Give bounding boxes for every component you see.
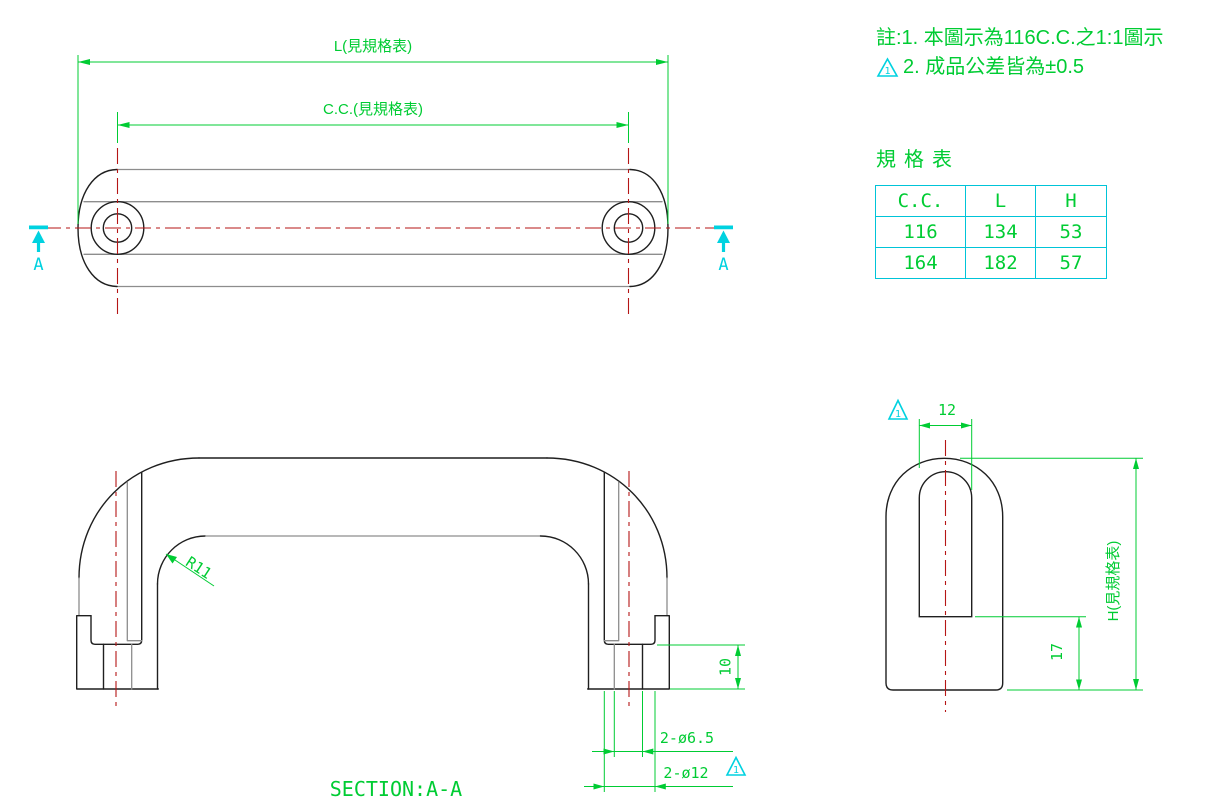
arrowhead bbox=[78, 59, 90, 65]
spec-table: C.C. L H 116 134 53 164 182 57 bbox=[875, 185, 1107, 279]
spec-table-header-l: L bbox=[965, 185, 1036, 217]
arrowhead bbox=[656, 59, 668, 65]
spec-cell: 57 bbox=[1035, 247, 1107, 279]
height-dimension: H(見規格表) bbox=[960, 457, 1143, 691]
section-caption: SECTION:A-A bbox=[330, 777, 462, 801]
spec-table-header-cc: C.C. bbox=[875, 185, 966, 217]
front-view-right-inner-radius bbox=[539, 535, 590, 585]
drawing-notes: 註:1. 本圖示為116C.C.之1:1圖示 1 2. 成品公差皆為±0.5 bbox=[876, 24, 1163, 82]
counterbore-diameter-dimension: 2-ø12 1 bbox=[584, 691, 747, 792]
slot-width-dimension: 12 bbox=[918, 401, 973, 490]
slot-depth-dimension: 17 bbox=[975, 616, 1086, 690]
side-view: 12 1 H(見規格表) 17 bbox=[885, 398, 1143, 712]
spec-table-header-h: H bbox=[1035, 185, 1107, 217]
side-view-height-label: H(見規格表) bbox=[1105, 541, 1122, 622]
svg-text:1: 1 bbox=[884, 66, 890, 77]
foot-height-dimension: 10 bbox=[657, 644, 745, 690]
front-view-left-outer-arc bbox=[78, 457, 200, 579]
front-view-section: R11 10 2-ø6.5 2-ø12 1 SECTION bbox=[76, 457, 747, 801]
top-view-cc-dimension-label: C.C.(見規格表) bbox=[323, 101, 423, 118]
section-arrow-icon bbox=[714, 225, 733, 252]
revision-triangle-icon: 1 bbox=[725, 755, 747, 776]
spec-cell: 53 bbox=[1035, 216, 1107, 248]
front-view-foot-height-label: 10 bbox=[717, 658, 735, 676]
revision-triangle-icon: 1 bbox=[876, 57, 899, 77]
spec-table-row: 164 182 57 bbox=[875, 247, 1107, 279]
spec-table-title: 規格表 bbox=[876, 149, 960, 171]
front-view-radius-label: R11 bbox=[182, 553, 215, 583]
spec-table-row: 116 134 53 bbox=[875, 216, 1107, 248]
top-view: L(見規格表) C.C.(見規格表) A A bbox=[29, 38, 733, 316]
svg-text:1: 1 bbox=[895, 409, 901, 420]
spec-cell: 182 bbox=[965, 247, 1036, 279]
svg-text:1: 1 bbox=[733, 765, 739, 776]
note-line-2: 2. 成品公差皆為±0.5 bbox=[903, 56, 1085, 78]
section-arrow-icon bbox=[29, 225, 48, 252]
section-label-left: A bbox=[33, 255, 43, 275]
front-view-right-outer-arc bbox=[546, 457, 668, 579]
left-foot-section bbox=[76, 471, 159, 690]
cc-extension-lines bbox=[117, 112, 629, 143]
spec-cell: 116 bbox=[875, 216, 966, 248]
hole-diameter-dimension: 2-ø6.5 bbox=[592, 691, 733, 757]
top-view-length-dimension-label: L(見規格表) bbox=[334, 38, 412, 55]
side-view-slot-width-label: 12 bbox=[938, 401, 956, 419]
arrowhead bbox=[117, 122, 130, 128]
arrowhead bbox=[616, 122, 629, 128]
section-label-right: A bbox=[718, 255, 728, 275]
spec-table-header-row: C.C. L H bbox=[875, 185, 1107, 217]
spec-cell: 134 bbox=[965, 216, 1036, 248]
front-view-left-inner-radius bbox=[156, 535, 207, 585]
length-extension-lines bbox=[77, 55, 669, 224]
side-view-outline bbox=[885, 457, 1004, 691]
front-view-hole-label: 2-ø6.5 bbox=[660, 729, 714, 747]
front-view-counterbore-label: 2-ø12 bbox=[663, 764, 708, 782]
radius-dimension: R11 bbox=[165, 553, 215, 587]
spec-cell: 164 bbox=[875, 247, 966, 279]
note-line-1: 註:1. 本圖示為116C.C.之1:1圖示 bbox=[876, 27, 1164, 49]
revision-triangle-icon: 1 bbox=[887, 398, 909, 420]
side-view-slot-depth-label: 17 bbox=[1048, 643, 1066, 661]
